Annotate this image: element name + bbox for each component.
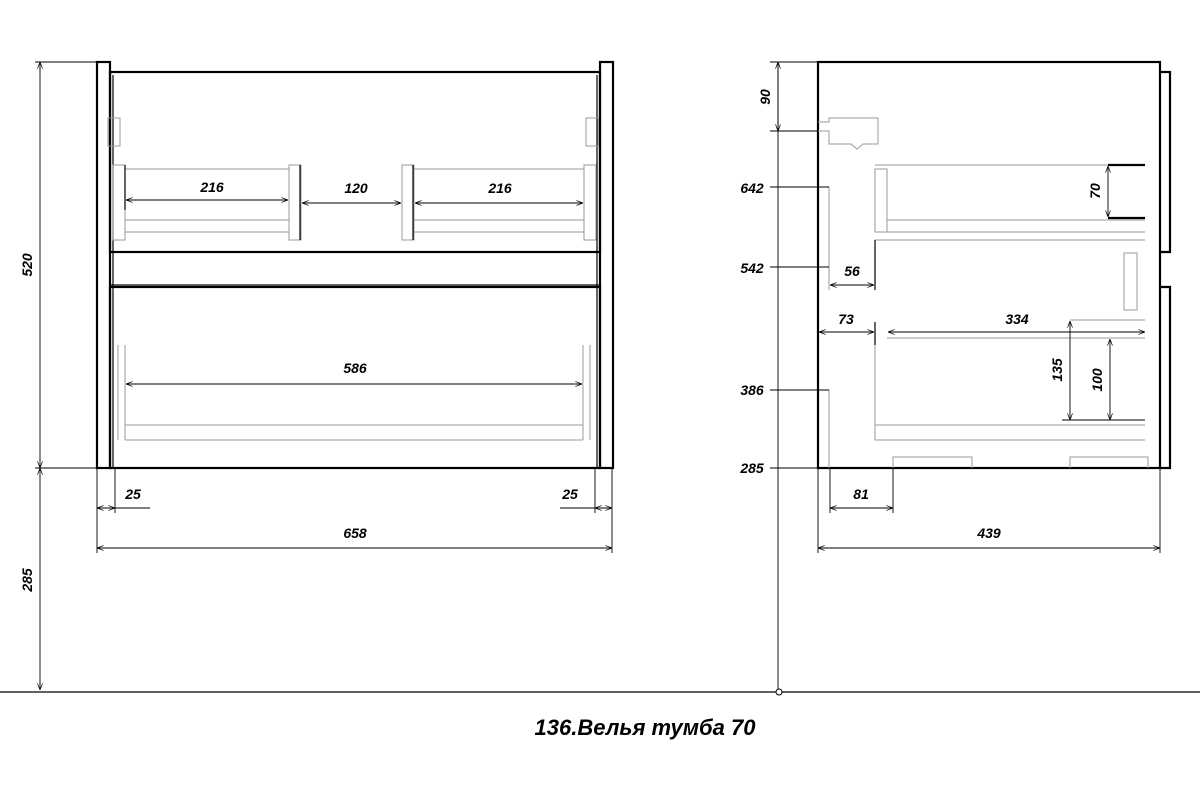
lower-drawer-front [108, 285, 602, 470]
dim-height-135: 135 [1049, 358, 1065, 382]
dim-level-642: 642 [740, 180, 764, 196]
dim-upper-drawer-height: 70 [1087, 183, 1103, 199]
dim-offset-81: 81 [853, 486, 869, 502]
middle-rail [109, 251, 601, 286]
hinge-right [585, 117, 599, 147]
dim-level-542: 542 [740, 260, 764, 276]
dim-total-depth: 439 [976, 525, 1001, 541]
dim-lower-drawer-width: 586 [343, 360, 367, 376]
floor-marker [775, 688, 783, 696]
hinge-left [107, 117, 121, 147]
dim-level-285: 285 [739, 460, 764, 476]
dim-height-100: 100 [1089, 368, 1105, 392]
dim-drawer-right-width: 216 [487, 180, 512, 196]
drawing-title: 136.Велья тумба 70 [535, 715, 757, 740]
dim-top-offset: 90 [757, 89, 773, 105]
side-body [816, 60, 1162, 470]
dim-offset-73: 73 [838, 311, 854, 327]
lower-door-profile [1160, 285, 1172, 470]
right-side-panel [598, 60, 615, 470]
dim-drawer-depth: 334 [1005, 311, 1029, 327]
siphon-bracket [818, 117, 879, 150]
upper-drawers [112, 164, 597, 241]
lower-drawer [117, 345, 591, 441]
dim-total-width: 658 [343, 525, 367, 541]
dim-level-386: 386 [740, 382, 764, 398]
dim-side-left: 25 [124, 486, 141, 502]
upper-door-profile [1160, 70, 1172, 254]
front-view: 216 120 216 586 520 285 25 25 658 [19, 60, 615, 690]
upper-drawer-front [108, 70, 602, 254]
dim-drawer-gap: 120 [344, 180, 368, 196]
dim-floor-height: 285 [19, 568, 35, 593]
dim-drawer-left-width: 216 [199, 179, 224, 195]
dim-body-height: 520 [19, 253, 35, 277]
dim-side-right: 25 [561, 486, 578, 502]
dim-offset-56: 56 [844, 263, 860, 279]
side-view: 90 642 542 386 285 70 56 73 334 135 100 … [739, 60, 1172, 692]
